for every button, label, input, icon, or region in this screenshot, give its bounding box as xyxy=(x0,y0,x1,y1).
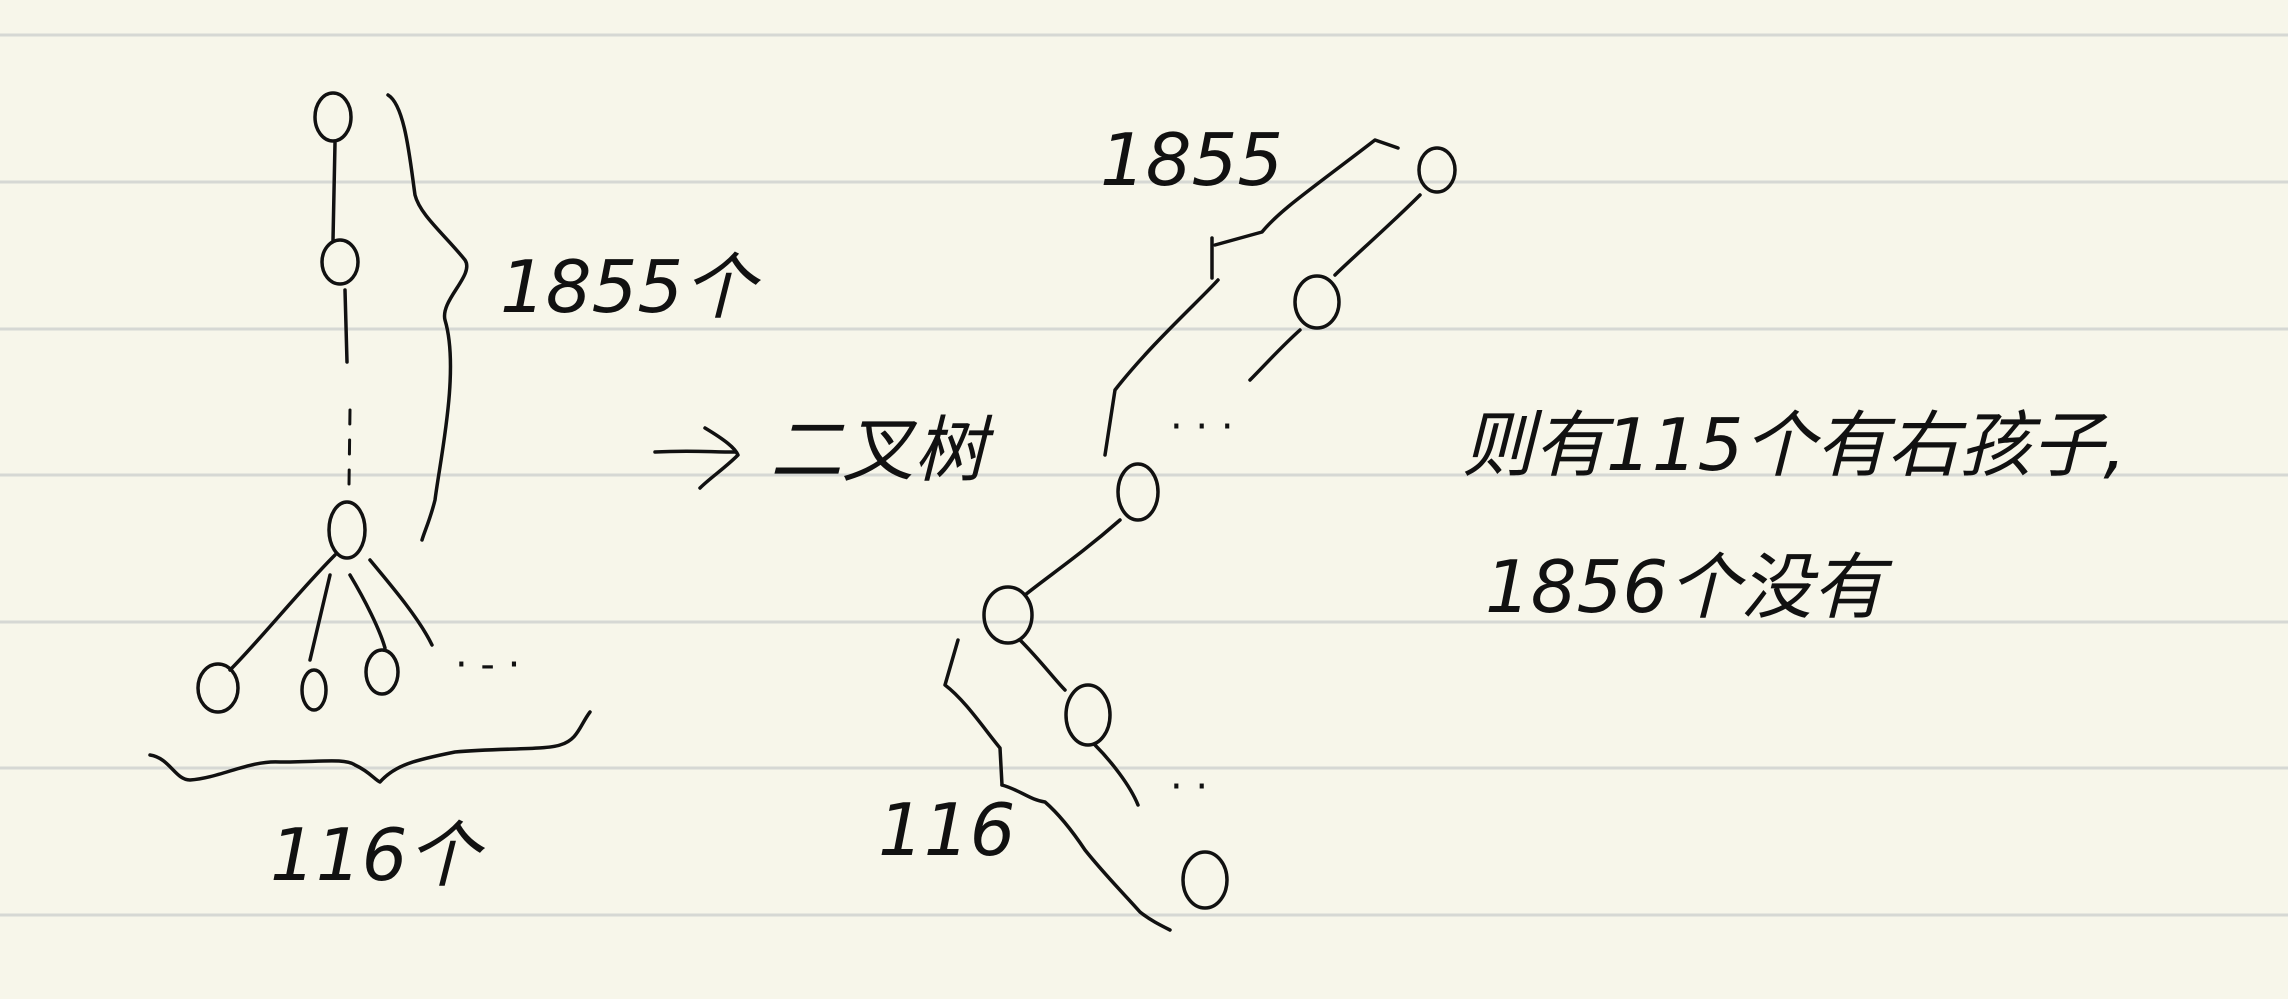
tree-node xyxy=(1181,850,1229,910)
bottom-label: 116 xyxy=(878,788,1015,872)
tree-node xyxy=(327,500,367,560)
top-bracket xyxy=(1213,138,1400,247)
tree-node xyxy=(982,585,1034,645)
tree-edge xyxy=(1023,518,1122,597)
lower-bracket-top xyxy=(943,638,1004,787)
tree-edge xyxy=(308,573,332,662)
lower-bracket xyxy=(1000,783,1172,932)
tree-node xyxy=(1293,274,1341,330)
conclusion-line-2: 1856个没有 xyxy=(1485,545,1893,629)
leaves-brace xyxy=(148,710,592,784)
leaf-node xyxy=(300,668,328,712)
tree-edge xyxy=(1333,193,1422,277)
ellipsis-dots: · - · xyxy=(455,642,520,688)
tree-edge xyxy=(1018,638,1067,692)
tree-edge xyxy=(1248,328,1302,382)
left-tree: · - · 1855个 116个 xyxy=(148,91,761,897)
ellipsis-dots: · · xyxy=(1170,764,1208,810)
tree-edge xyxy=(228,553,337,672)
top-label: 1855 xyxy=(1100,118,1283,202)
conclusion-line-1: 则有115个有右孩子, xyxy=(1462,403,2126,487)
tree-node xyxy=(320,238,360,286)
right-tree: 1855 · · · · · 116 xyxy=(878,118,1457,932)
tree-edge xyxy=(348,573,387,650)
tree-edge xyxy=(331,141,337,242)
arrow-label: 二叉树 xyxy=(770,408,995,492)
tree-edge xyxy=(1093,743,1140,807)
leaf-label: 116个 xyxy=(270,813,485,897)
conclusion: 则有115个有右孩子, 1856个没有 xyxy=(1462,403,2126,629)
arrow-head-icon xyxy=(698,426,740,490)
transform-arrow: 二叉树 xyxy=(653,408,995,492)
left-bracket xyxy=(1103,278,1220,457)
ellipsis-dashes xyxy=(347,408,352,487)
ruled-lines xyxy=(0,33,2288,917)
tree-node xyxy=(313,91,353,143)
arrow-icon xyxy=(653,449,737,454)
height-label: 1855个 xyxy=(500,245,761,329)
leaf-node xyxy=(364,648,400,696)
tree-node xyxy=(1116,462,1160,522)
tree-node xyxy=(1417,146,1457,194)
leaf-node xyxy=(196,662,240,714)
height-brace xyxy=(386,93,469,542)
tree-edge xyxy=(368,558,434,647)
ellipsis-dots: · · · xyxy=(1170,404,1234,450)
tree-node xyxy=(1064,683,1112,747)
tree-edge xyxy=(343,288,349,364)
